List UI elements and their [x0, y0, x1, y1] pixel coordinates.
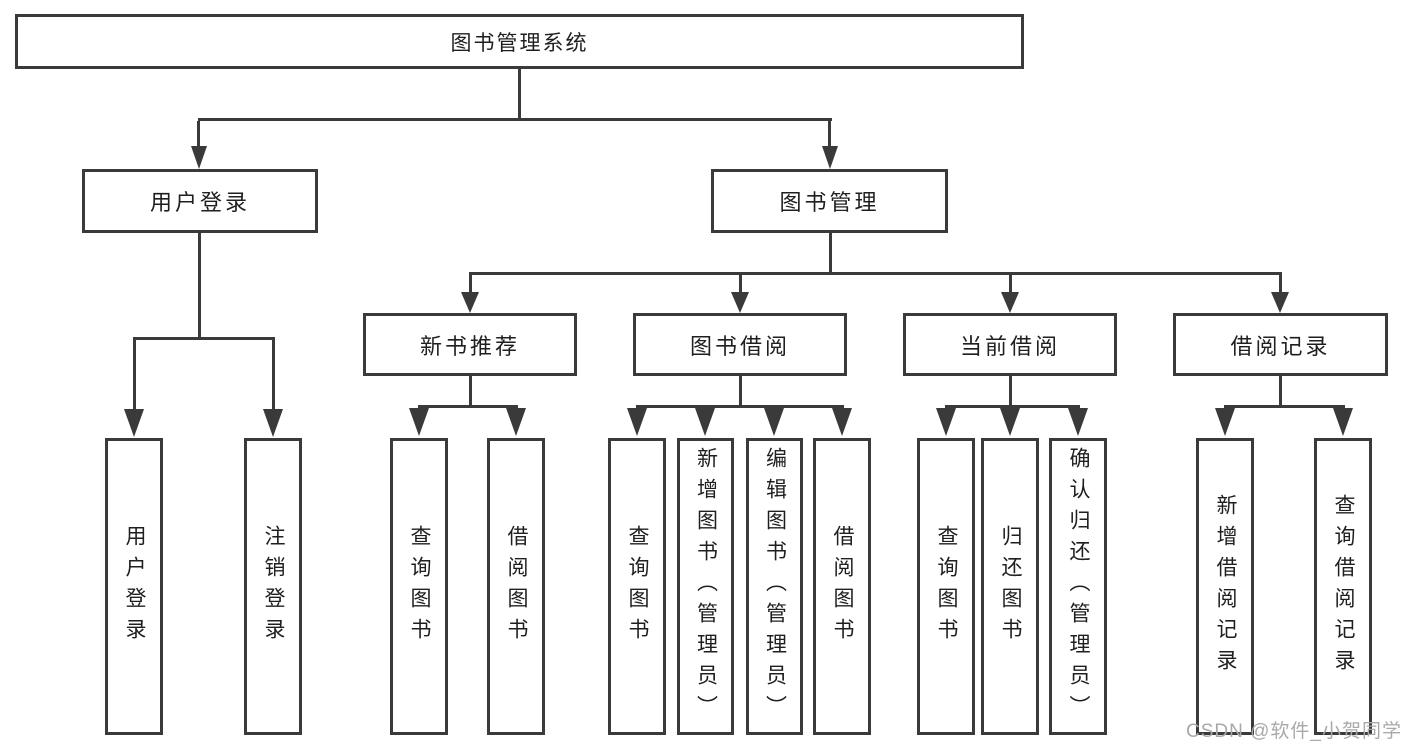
arrow-down-icon — [764, 408, 784, 436]
connector-new-book-rec-stub — [469, 376, 472, 407]
connector-book-borrow-group-rail — [636, 405, 844, 408]
node-user-login: 用户登录 — [82, 169, 318, 233]
arrow-down-icon — [822, 146, 838, 169]
node-leaf-query-book-2: 查询图书 — [608, 438, 666, 735]
node-borrow-record: 借阅记录 — [1173, 313, 1388, 376]
node-current-borrow: 当前借阅 — [903, 313, 1117, 376]
node-leaf-user-login: 用户登录 — [105, 438, 163, 735]
connector-level2-rail — [469, 272, 1282, 275]
connector-stem-leaf-user-login — [133, 340, 136, 410]
connector-level1-rail — [198, 118, 832, 121]
connector-stem-leaf-logout — [272, 340, 275, 410]
arrow-down-icon — [263, 409, 283, 437]
node-leaf-borrow-book-2: 借阅图书 — [813, 438, 871, 735]
arrow-down-icon — [124, 409, 144, 437]
node-leaf-query-book-1: 查询图书 — [390, 438, 448, 735]
connector-stem-borrow-record — [1279, 275, 1282, 293]
arrow-down-icon — [936, 408, 956, 436]
arrow-down-icon — [1215, 408, 1235, 436]
arrow-down-icon — [1333, 408, 1353, 436]
node-leaf-query-book-3: 查询图书 — [917, 438, 975, 735]
connector-stem-current-borrow — [1009, 275, 1012, 293]
arrow-down-icon — [695, 408, 715, 436]
node-book-mgmt: 图书管理 — [711, 169, 948, 233]
node-new-book-rec: 新书推荐 — [363, 313, 577, 376]
connector-user-group-rail — [133, 337, 275, 340]
node-leaf-edit-book: 编辑图书（管理员） — [746, 438, 803, 735]
node-leaf-confirm-return: 确认归还（管理员） — [1049, 438, 1107, 735]
connector-borrow-record-stub — [1279, 376, 1282, 407]
connector-user-login-stub — [198, 233, 201, 337]
node-leaf-query-record: 查询借阅记录 — [1314, 438, 1372, 735]
arrow-down-icon — [461, 292, 479, 313]
arrow-down-icon — [1271, 292, 1289, 313]
connector-stem-book-borrow — [739, 275, 742, 293]
arrow-down-icon — [731, 292, 749, 313]
node-root: 图书管理系统 — [15, 14, 1024, 69]
arrow-down-icon — [506, 408, 526, 436]
node-leaf-logout: 注销登录 — [244, 438, 302, 735]
connector-stem-book-mgmt — [828, 121, 831, 147]
connector-current-borrow-group-rail — [945, 405, 1080, 408]
connector-book-mgmt-stub — [829, 233, 832, 272]
connector-book-borrow-stub — [739, 376, 742, 407]
connector-current-borrow-stub — [1009, 376, 1012, 407]
arrow-down-icon — [1001, 292, 1019, 313]
arrow-down-icon — [1068, 408, 1088, 436]
arrow-down-icon — [627, 408, 647, 436]
arrow-down-icon — [832, 408, 852, 436]
arrow-down-icon — [1000, 408, 1020, 436]
watermark-text: CSDN @软件_小贺同学 — [1186, 721, 1402, 742]
node-leaf-borrow-book-1: 借阅图书 — [487, 438, 545, 735]
connector-stem-user-login — [197, 121, 200, 147]
connector-borrow-record-group-rail — [1224, 405, 1345, 408]
arrow-down-icon — [409, 408, 429, 436]
connector-root-stub — [518, 69, 521, 118]
connector-new-book-group-rail — [418, 405, 518, 408]
node-leaf-return-book: 归还图书 — [981, 438, 1039, 735]
node-leaf-add-book: 新增图书（管理员） — [677, 438, 734, 735]
node-leaf-add-record: 新增借阅记录 — [1196, 438, 1254, 735]
connector-stem-new-book-rec — [469, 275, 472, 293]
node-book-borrow: 图书借阅 — [633, 313, 847, 376]
arrow-down-icon — [191, 146, 207, 169]
